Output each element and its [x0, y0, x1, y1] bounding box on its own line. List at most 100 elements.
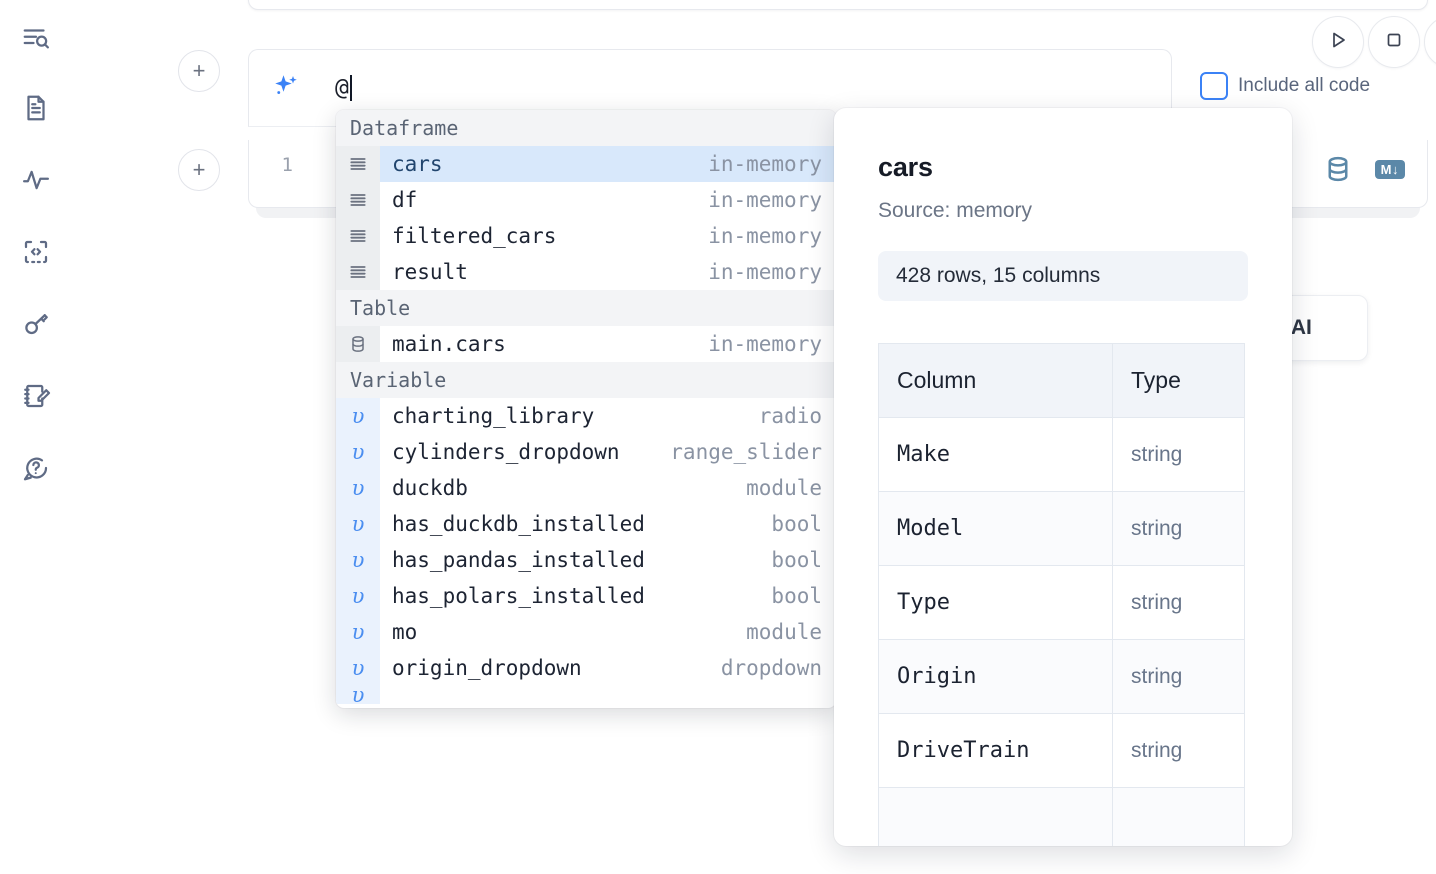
- markdown-icon[interactable]: M↓: [1374, 159, 1405, 179]
- column-type-cell: string: [1112, 491, 1245, 566]
- text-caret: [349, 75, 352, 101]
- doc-title: cars: [878, 152, 933, 182]
- plus-icon: +: [192, 157, 206, 182]
- include-all-code-row[interactable]: Include all code: [1200, 72, 1370, 100]
- add-cell-button-bottom[interactable]: +: [178, 149, 220, 191]
- ai-prompt-input[interactable]: @: [335, 70, 352, 106]
- table-header-cell: Column: [878, 343, 1113, 418]
- autocomplete-item-type: module: [746, 620, 822, 644]
- dataframe-icon: [336, 218, 380, 254]
- notebook-edit-icon: [21, 381, 51, 411]
- autocomplete-item[interactable]: result in-memory: [336, 254, 836, 290]
- include-all-code-label: Include all code: [1238, 75, 1371, 96]
- autocomplete-item-type: bool: [771, 512, 822, 536]
- autocomplete-item-type: range_slider: [670, 440, 822, 464]
- column-name-cell: Make: [878, 417, 1113, 492]
- code-block-icon: [21, 237, 51, 267]
- column-name-cell: Origin: [878, 639, 1113, 714]
- column-name-cell: [878, 787, 1113, 846]
- column-type-cell: string: [1112, 565, 1245, 640]
- ai-prompt-value: @: [335, 75, 349, 101]
- autocomplete-item-name: has_duckdb_installed: [392, 512, 645, 536]
- table-row-clipped: [878, 787, 1245, 846]
- autocomplete-item-body: has_duckdb_installed bool: [380, 506, 836, 542]
- autocomplete-item-body: result in-memory: [380, 254, 836, 290]
- autocomplete-item-name: charting_library: [392, 404, 595, 428]
- autocomplete-item[interactable]: υ has_pandas_installed bool: [336, 542, 836, 578]
- autocomplete-item-name: mo: [392, 620, 418, 644]
- autocomplete-item-name: filtered_cars: [392, 224, 557, 248]
- documentation-panel: cars Source: memory 428 rows, 15 columns…: [834, 108, 1292, 846]
- overflow-button[interactable]: [1424, 16, 1436, 68]
- sidebar-item-secrets[interactable]: [12, 300, 60, 348]
- variable-icon: υ: [336, 542, 380, 578]
- autocomplete-item-type: dropdown: [720, 656, 822, 680]
- variable-icon: υ: [336, 470, 380, 506]
- column-name-cell: DriveTrain: [878, 713, 1113, 788]
- autocomplete-item-type: in-memory: [708, 332, 822, 356]
- cell-toolbar: M↓: [1323, 154, 1405, 184]
- variable-icon: υ: [336, 686, 380, 704]
- autocomplete-item-type: in-memory: [708, 260, 822, 284]
- include-all-code-checkbox[interactable]: [1200, 72, 1228, 100]
- column-type-cell: string: [1112, 639, 1245, 714]
- sidebar-item-notebook-file[interactable]: [12, 84, 60, 132]
- sidebar-item-scratchpad[interactable]: [12, 372, 60, 420]
- stop-button[interactable]: [1368, 16, 1420, 68]
- column-type-cell: [1112, 787, 1245, 846]
- markdown-badge-label: M↓: [1374, 159, 1405, 179]
- play-icon: [1326, 28, 1350, 57]
- dataframe-icon: [336, 146, 380, 182]
- sidebar-item-snippets[interactable]: [12, 228, 60, 276]
- add-cell-button-top[interactable]: +: [178, 50, 220, 92]
- sidebar-item-explore-outline[interactable]: [12, 14, 60, 62]
- autocomplete-item-name: has_pandas_installed: [392, 548, 645, 572]
- table-icon: [336, 326, 380, 362]
- dataframe-icon: [336, 254, 380, 290]
- sidebar: [0, 0, 72, 874]
- autocomplete-group-header: Table: [336, 290, 836, 326]
- autocomplete-item-body: has_pandas_installed bool: [380, 542, 836, 578]
- autocomplete-item-type: bool: [771, 584, 822, 608]
- autocomplete-item-type: bool: [771, 548, 822, 572]
- column-name-cell: Type: [878, 565, 1113, 640]
- autocomplete-item-clipped[interactable]: υ: [336, 686, 836, 704]
- database-icon[interactable]: [1323, 154, 1353, 184]
- sidebar-item-help[interactable]: [12, 444, 60, 492]
- autocomplete-group-header: Dataframe: [336, 110, 836, 146]
- autocomplete-item-name: df: [392, 188, 418, 212]
- variable-icon: υ: [336, 398, 380, 434]
- activity-icon: [21, 165, 51, 195]
- plus-icon: +: [192, 58, 206, 83]
- run-button[interactable]: [1312, 16, 1364, 68]
- sidebar-item-variables[interactable]: [12, 156, 60, 204]
- autocomplete-item-name: cylinders_dropdown: [392, 440, 620, 464]
- stop-icon: [1382, 28, 1406, 57]
- variable-icon: υ: [336, 506, 380, 542]
- autocomplete-item-name: duckdb: [392, 476, 468, 500]
- autocomplete-item[interactable]: υ has_duckdb_installed bool: [336, 506, 836, 542]
- autocomplete-item-name: result: [392, 260, 468, 284]
- autocomplete-group-header: Variable: [336, 362, 836, 398]
